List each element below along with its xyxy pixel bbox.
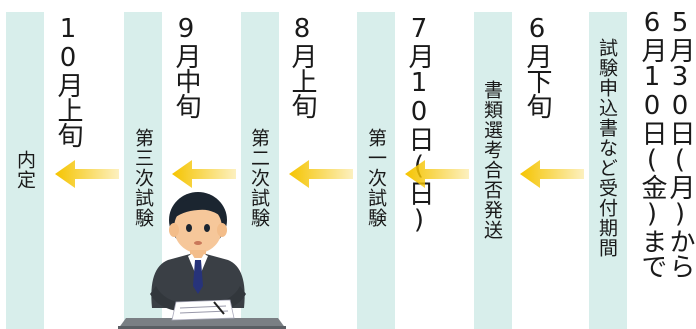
step-label-1: 試験申込書など受付期間 [596, 38, 618, 258]
step-label-6: 内定 [14, 150, 36, 190]
step-column-4 [241, 12, 279, 329]
flow-arrow-1 [520, 160, 584, 188]
step-label-4: 第二次試験 [248, 128, 270, 228]
flow-arrow-4 [172, 160, 236, 188]
step-label-3: 第一次試験 [365, 128, 387, 228]
step-column-3 [357, 12, 395, 329]
step-date-5: 9月中旬 [171, 14, 201, 118]
step-column-1 [589, 12, 627, 329]
step-date-1a: 5月30日(月)から [665, 8, 695, 278]
flow-arrow-2 [405, 160, 469, 188]
step-label-2: 書類選考合否発送 [481, 80, 503, 240]
businessman-at-desk-icon [118, 192, 286, 329]
step-column-2 [474, 12, 512, 329]
step-column-6 [6, 12, 44, 329]
step-label-5: 第三次試験 [132, 128, 154, 228]
flow-arrow-3 [289, 160, 353, 188]
step-date-4: 8月上旬 [287, 14, 317, 118]
step-date-1b: 6月10日(金)まで [637, 8, 667, 278]
flow-arrow-5 [55, 160, 119, 188]
step-date-3: 7月10日(日) [404, 14, 434, 234]
step-date-2: 6月下旬 [522, 14, 552, 118]
step-date-6: 10月上旬 [53, 14, 83, 147]
